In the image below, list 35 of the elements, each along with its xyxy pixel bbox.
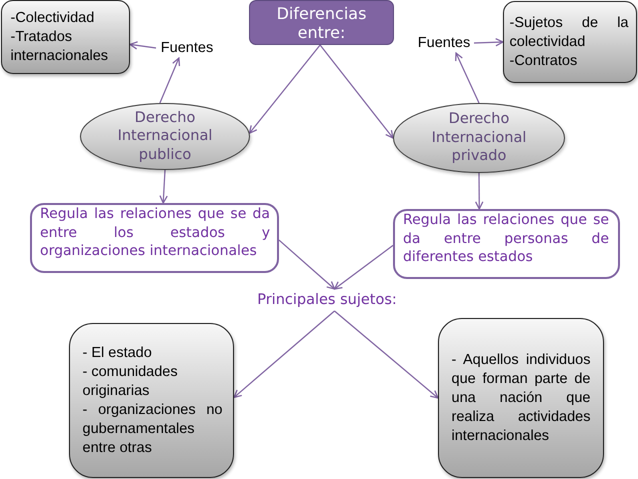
- arrow: [334, 310, 439, 399]
- arrow: [320, 44, 394, 139]
- rounded-box: [438, 318, 604, 478]
- description-box: [30, 203, 279, 273]
- rounded-box: [503, 1, 637, 83]
- list-item-text: -Contratos: [510, 52, 578, 70]
- node-label: Fuentes: [160, 39, 214, 57]
- arrow: [159, 170, 168, 204]
- arrow: [474, 38, 504, 46]
- node-text: Derecho Internacional publico: [116, 108, 214, 164]
- description-text: Regula las relaciones que se da entre los estados y organizaciones internacionales: [40, 205, 270, 260]
- list-item-text: - organizaciones no gubernamentales entre otras: [82, 400, 222, 458]
- arrow: [278, 240, 336, 290]
- title-box: [249, 0, 394, 45]
- rounded-box: [1, 0, 130, 74]
- arrow: [455, 52, 480, 104]
- arrow: [159, 57, 180, 104]
- node-label: Principales sujetos:: [257, 291, 397, 309]
- list-item-text: -Sujetos de la colectividad: [510, 14, 628, 52]
- arrow: [475, 173, 484, 210]
- arrow: [129, 41, 156, 50]
- description-text: Regula las relaciones que se da entre personas de diferentes estados: [403, 211, 609, 266]
- arrow: [334, 244, 394, 290]
- description-box: [393, 209, 620, 279]
- list-item-text: -Tratados internacionales: [10, 28, 110, 66]
- list-item-text: -Colectividad: [10, 8, 96, 28]
- list-item-text: - Aquellos individuos que forman parte de una nación que realiza actividades internacionales: [452, 350, 590, 446]
- node-label: Fuentes: [418, 34, 470, 52]
- arrow: [233, 310, 335, 398]
- list-item-text: - comunidades originarias: [82, 362, 179, 400]
- node-text: Derecho Internacional privado: [430, 110, 528, 166]
- rounded-box: [69, 323, 234, 478]
- list-item-text: - El estado: [82, 344, 153, 362]
- arrow: [248, 44, 321, 134]
- title-text: Diferencias entre:: [276, 4, 368, 42]
